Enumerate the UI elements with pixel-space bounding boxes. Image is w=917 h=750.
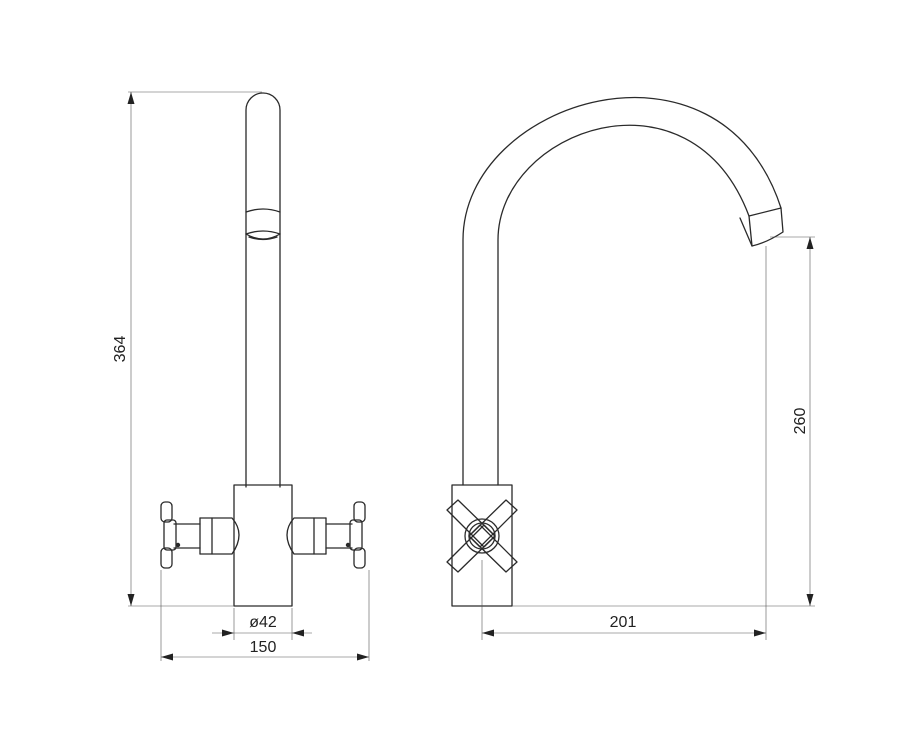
dimension-base-diameter: ø42 [212, 608, 312, 640]
side-cross-handle [446, 499, 518, 573]
front-left-valve [160, 501, 240, 569]
dimension-spout-reach: 201 [481, 246, 767, 640]
front-right-valve [286, 501, 366, 569]
front-view: 364 ø42 150 [112, 91, 370, 661]
label-overall-width: 150 [250, 639, 277, 656]
label-spout-height: 260 [792, 408, 809, 435]
dimension-spout-height: 260 [512, 236, 815, 607]
dimension-overall-width: 150 [160, 570, 370, 661]
front-aerator-ring [245, 208, 281, 241]
side-view: 260 201 [446, 97, 815, 640]
side-gooseneck-spout [462, 97, 782, 486]
front-body [233, 484, 293, 607]
side-spout-tip [748, 207, 784, 247]
dimension-overall-height: 364 [112, 91, 262, 607]
label-spout-reach: 201 [610, 614, 637, 631]
label-base-diameter: ø42 [249, 614, 277, 631]
front-spout-tube [245, 92, 281, 488]
label-overall-height: 364 [112, 336, 129, 363]
